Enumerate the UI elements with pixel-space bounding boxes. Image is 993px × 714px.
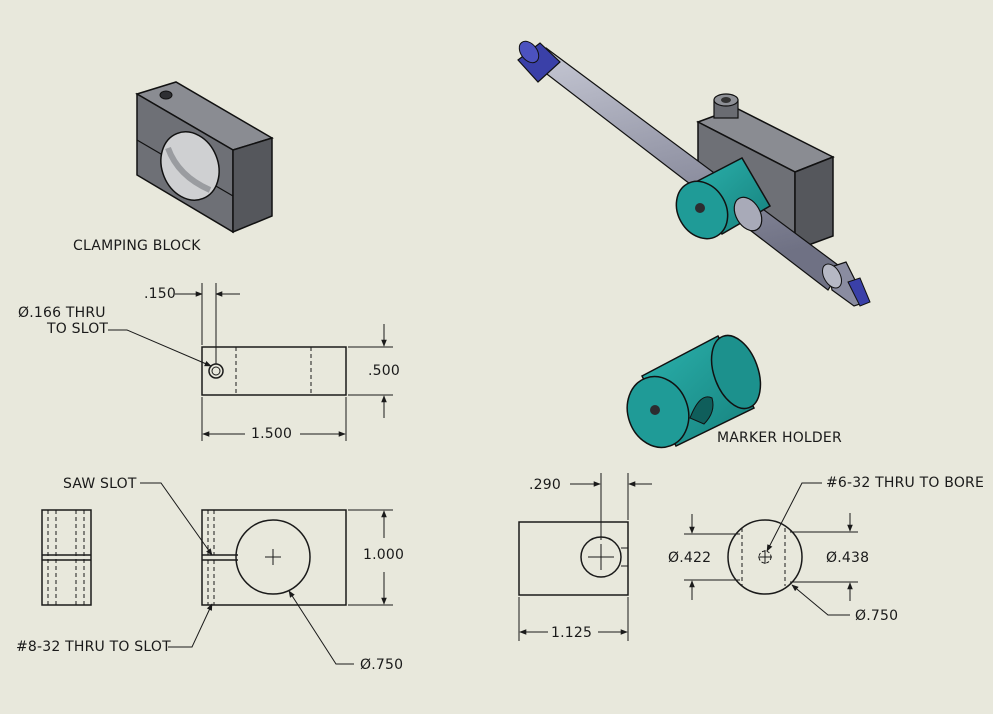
saw-slot-note: SAW SLOT	[63, 476, 137, 492]
outer-diameter-dimension: Ø.750	[855, 608, 899, 624]
holder-length-dimension: 1.125	[551, 625, 593, 641]
thread-note: #8-32 THRU TO SLOT	[16, 639, 171, 655]
clamping-block-title: CLAMPING BLOCK	[73, 238, 201, 254]
height-dimension: .500	[368, 363, 400, 379]
holder-hole-dimension: .290	[529, 477, 561, 493]
assembly-iso-view	[517, 40, 871, 307]
clamping-block-iso-view	[135, 81, 274, 234]
hole-note-line1: Ø.166 THRU	[18, 305, 106, 321]
hole-note-line2: TO SLOT	[47, 321, 109, 337]
clamping-block-side-view	[41, 509, 92, 606]
marker-holder-end-view	[684, 482, 858, 616]
block-height-dimension: 1.000	[363, 547, 405, 563]
bore-dimension: Ø.750	[360, 657, 404, 673]
marker-holder-title: MARKER HOLDER	[717, 430, 842, 446]
width-dimension: 1.500	[251, 426, 293, 442]
marker-holder-side-view	[518, 473, 652, 641]
hole-offset-dimension: .150	[144, 286, 176, 302]
marker-holder-iso-view	[626, 334, 762, 449]
clamping-block-front-view	[140, 482, 393, 665]
inner-right-dimension: Ø.438	[826, 550, 870, 566]
clamping-block-top-view	[108, 283, 393, 441]
holder-thread-note: #6-32 THRU TO BORE	[826, 475, 985, 491]
inner-left-dimension: Ø.422	[668, 550, 712, 566]
